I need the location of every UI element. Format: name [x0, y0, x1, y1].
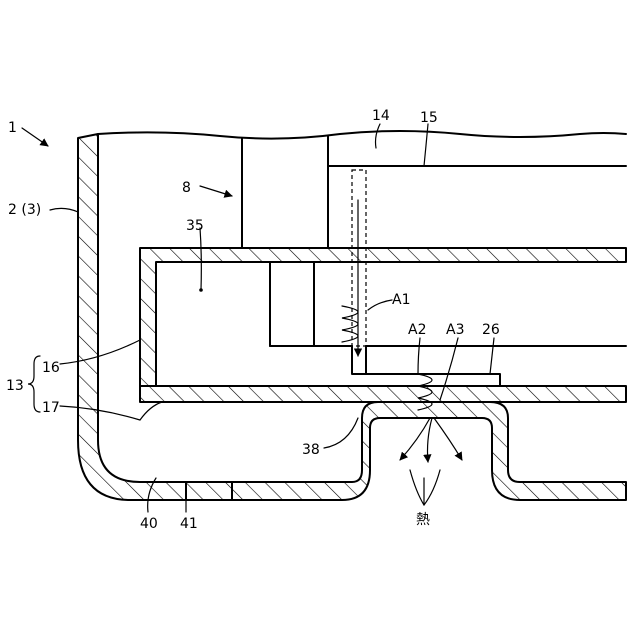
label-13: 13 [6, 378, 24, 394]
label-16: 16 [42, 360, 60, 376]
label-17: 17 [42, 400, 60, 416]
label-heat: 熱 [416, 512, 430, 528]
label-14: 14 [372, 108, 390, 124]
label-a1: A1 [392, 292, 410, 308]
label-housing: 2 (3) [8, 202, 41, 218]
label-41: 41 [180, 516, 198, 532]
label-a2: A2 [408, 322, 426, 338]
label-15: 15 [420, 110, 438, 126]
label-8: 8 [182, 180, 191, 196]
label-38: 38 [302, 442, 320, 458]
label-26: 26 [482, 322, 500, 338]
part-8-enclosure [242, 136, 626, 248]
chassis-16 [140, 248, 626, 386]
heat-dispersion-arrows [400, 418, 462, 505]
brace-13 [28, 356, 40, 412]
label-40: 40 [140, 516, 158, 532]
label-35: 35 [186, 218, 204, 234]
label-a3: A3 [446, 322, 464, 338]
heat-spreader-26 [352, 346, 500, 386]
top-break-line [98, 131, 626, 139]
label-device: 1 [8, 120, 17, 136]
chassis-17 [140, 386, 626, 402]
heat-zigzag-a1 [342, 306, 358, 342]
